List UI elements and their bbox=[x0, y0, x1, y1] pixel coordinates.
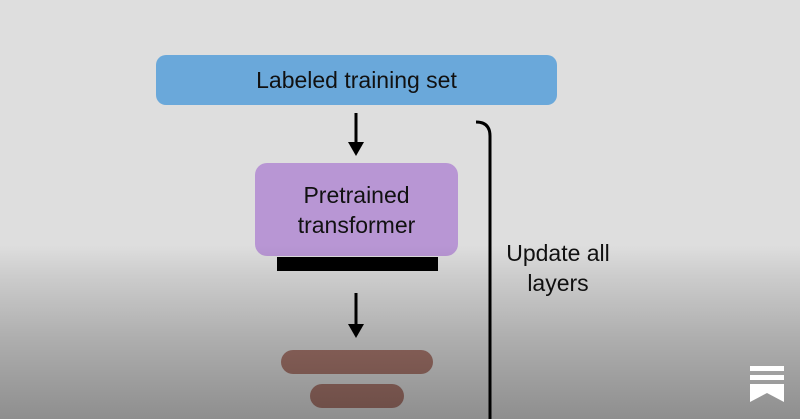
training-set-label: Labeled training set bbox=[256, 66, 457, 93]
pretrained-transformer-label: Pretrained transformer bbox=[297, 181, 416, 238]
output-layer-bar bbox=[310, 384, 404, 408]
layers-bracket bbox=[475, 120, 492, 419]
update-all-layers-label: Update all layers bbox=[506, 240, 610, 296]
training-set-box: Labeled training set bbox=[156, 55, 557, 105]
down-arrow-icon bbox=[348, 113, 364, 156]
down-arrow-icon bbox=[348, 293, 364, 338]
transformer-head-bar bbox=[277, 257, 438, 271]
pretrained-transformer-box: Pretrained transformer bbox=[255, 163, 458, 256]
output-layer-bar bbox=[281, 350, 433, 374]
bookmark-icon[interactable] bbox=[750, 366, 784, 402]
